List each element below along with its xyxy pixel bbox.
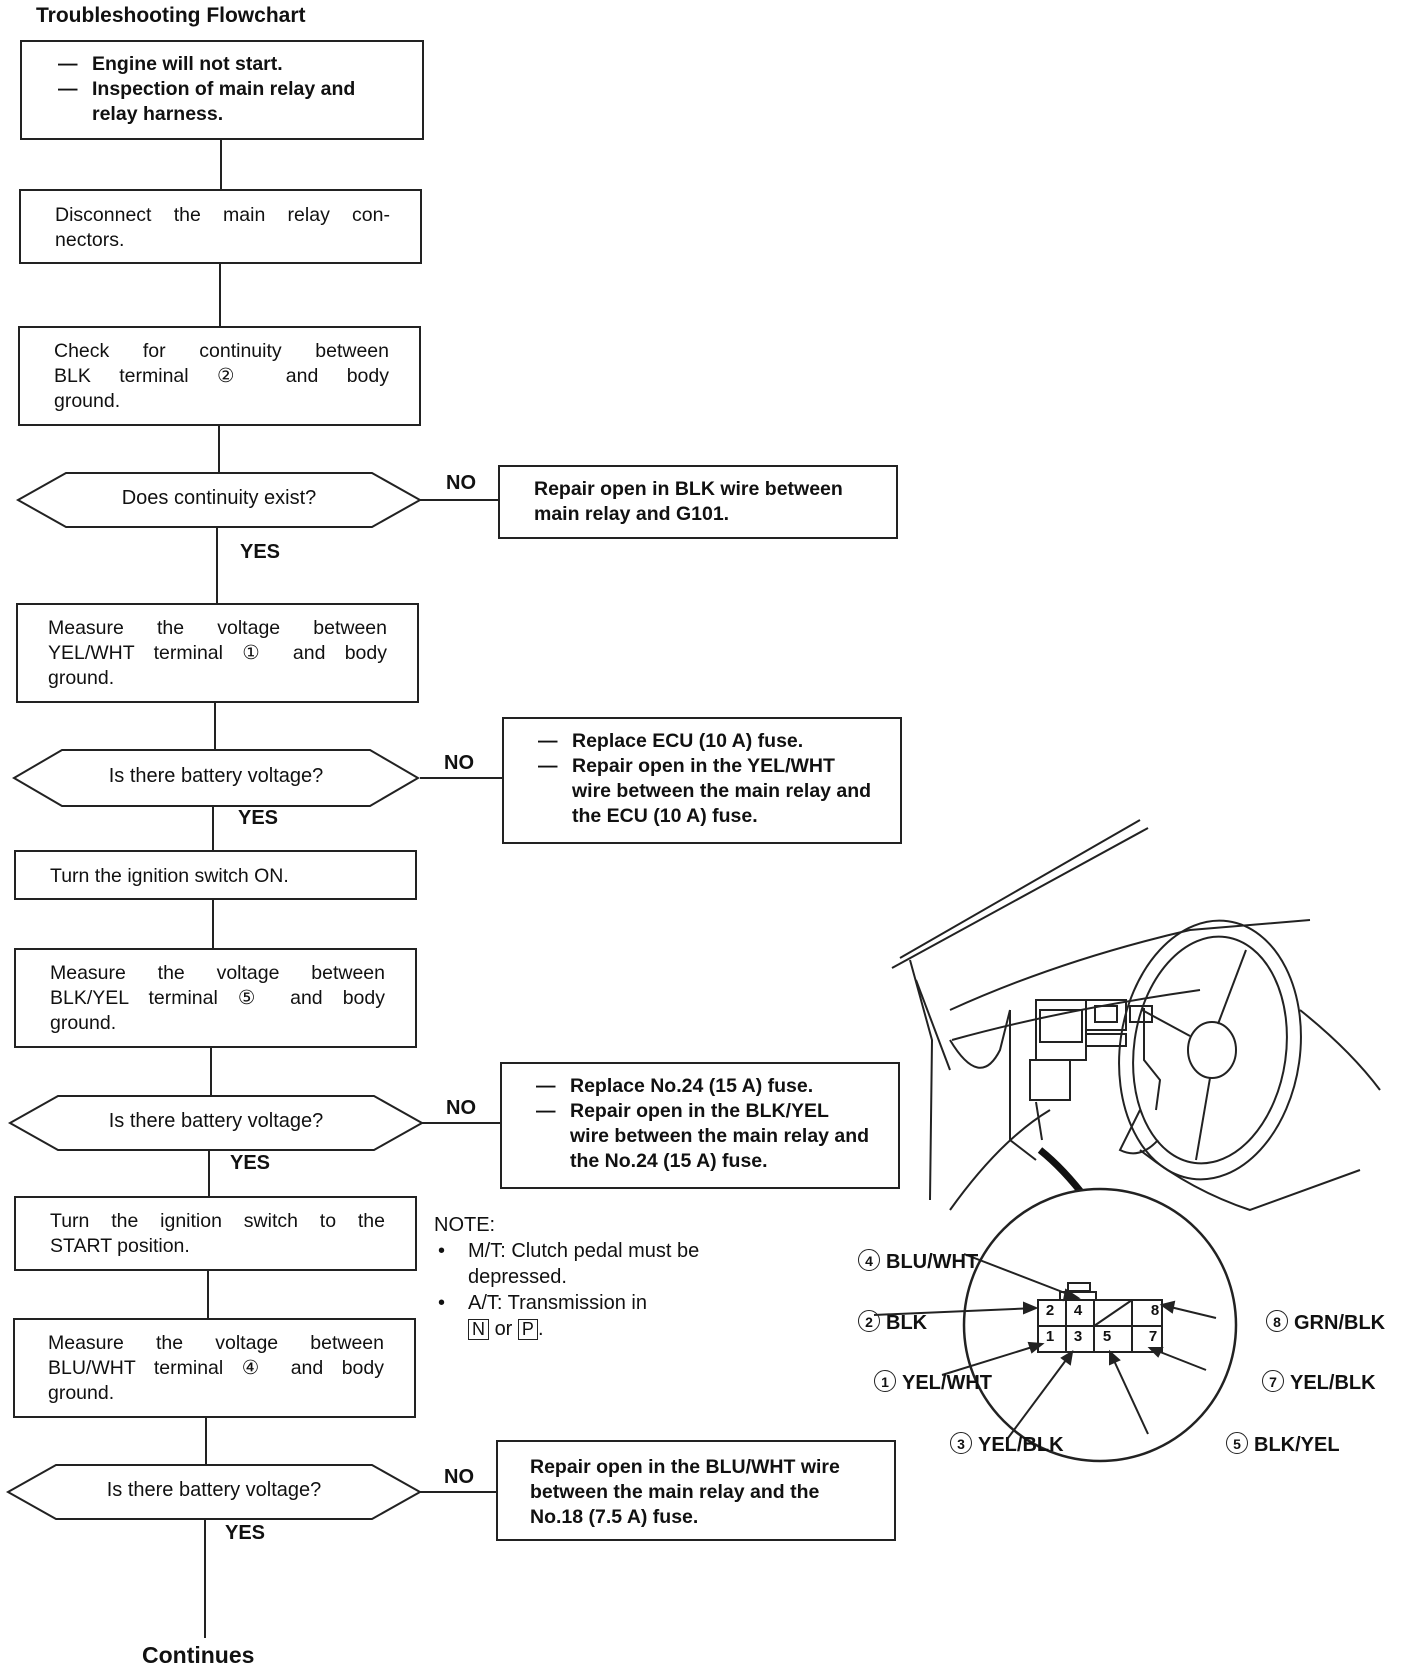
park-key-icon: P xyxy=(517,1319,538,1340)
wire-label-3: 3 YEL/BLK xyxy=(950,1432,1064,1457)
wire-label-8: 8 GRN/BLK xyxy=(1266,1310,1385,1335)
circled-1-icon: 1 xyxy=(874,1370,896,1392)
no-label-3: NO xyxy=(446,1097,476,1119)
result-replace-ecu-fuse-item-2: Repair open in the YEL/WHT wire between … xyxy=(538,754,874,829)
page-title: Troubleshooting Flowchart xyxy=(36,4,306,27)
step-measure-blkyel-line3: ground. xyxy=(50,1012,117,1034)
step-measure-bluwht-line2: BLU/WHT terminal ④ and body xyxy=(48,1357,384,1379)
step-check-continuity-line3: ground. xyxy=(54,390,121,412)
circled-7-icon: 7 xyxy=(1262,1370,1284,1392)
yes-label-4: YES xyxy=(225,1522,266,1544)
no-label-1: NO xyxy=(446,472,476,494)
no-label-4: NO xyxy=(444,1466,474,1488)
step-measure-yelwht-line3: ground. xyxy=(48,667,115,689)
start-box: Engine will not start. Inspection of mai… xyxy=(20,40,424,140)
step-disconnect: Disconnect the main relay con- nectors. xyxy=(19,189,422,264)
pin-3: 3 xyxy=(1073,1328,1083,1345)
wire-label-4: 4 BLU/WHT xyxy=(858,1249,978,1274)
step-check-continuity-line2: BLK terminal ② and body xyxy=(54,365,389,387)
step-ignition-start-line1: Turn the ignition switch to the xyxy=(50,1210,385,1232)
connector-detail xyxy=(873,1187,1238,1463)
pin-5: 5 xyxy=(1102,1328,1112,1345)
step-check-continuity: Check for continuity between BLK termina… xyxy=(18,326,421,426)
decision-diamond-4 xyxy=(5,1464,423,1520)
decision-battery-voltage-2: Is there battery voltage? xyxy=(108,1110,324,1132)
decision-diamond-2 xyxy=(12,749,420,807)
note-or-text: or xyxy=(494,1318,513,1340)
step-ignition-start-line2: START position. xyxy=(50,1235,190,1257)
circled-8-icon: 8 xyxy=(1266,1310,1288,1332)
step-measure-blkyel: Measure the voltage between BLK/YEL term… xyxy=(14,948,417,1048)
step-measure-bluwht: Measure the voltage between BLU/WHT term… xyxy=(13,1318,416,1418)
decision-diamond-1 xyxy=(15,472,423,528)
wire-label-5: 5 BLK/YEL xyxy=(1226,1432,1340,1457)
pin-2: 2 xyxy=(1045,1302,1055,1319)
wire-color-yelblk-3: YEL/BLK xyxy=(978,1434,1064,1456)
result-replace-ecu-fuse: Replace ECU (10 A) fuse. Repair open in … xyxy=(502,717,902,844)
step-measure-yelwht: Measure the voltage between YEL/WHT term… xyxy=(16,603,419,703)
note-heading: NOTE: xyxy=(434,1214,496,1236)
neutral-key-icon: N xyxy=(468,1319,489,1340)
step-measure-bluwht-line3: ground. xyxy=(48,1382,115,1404)
yes-label-2: YES xyxy=(238,807,279,829)
decision-battery-voltage-1: Is there battery voltage? xyxy=(108,765,324,787)
step-measure-bluwht-line1: Measure the voltage between xyxy=(48,1332,384,1354)
wire-color-yelwht: YEL/WHT xyxy=(902,1372,992,1394)
circled-3-icon: 3 xyxy=(950,1432,972,1454)
no-label-2: NO xyxy=(444,752,474,774)
step-measure-yelwht-line2: YEL/WHT terminal ① and body xyxy=(48,642,387,664)
continues-label: Continues xyxy=(142,1642,255,1668)
circled-5-icon: 5 xyxy=(1226,1432,1248,1454)
wire-label-7: 7 YEL/BLK xyxy=(1262,1370,1376,1395)
note-item-2: A/T: Transmission in N or P. xyxy=(434,1290,754,1342)
wire-label-2: 2 BLK xyxy=(858,1310,927,1335)
result-replace-ecu-fuse-item-1: Replace ECU (10 A) fuse. xyxy=(538,729,874,754)
wire-color-blkyel: BLK/YEL xyxy=(1254,1434,1340,1456)
result-replace-no24-fuse-item-2: Repair open in the BLK/YEL wire between … xyxy=(536,1099,872,1174)
note-item-1: M/T: Clutch pedal must be depressed. xyxy=(434,1238,754,1290)
result-replace-no24-fuse-item-1: Replace No.24 (15 A) fuse. xyxy=(536,1074,872,1099)
decision-continuity: Does continuity exist? xyxy=(121,487,317,509)
start-item-2: Inspection of main relay and relay harne… xyxy=(58,77,392,127)
step-check-continuity-line1: Check for continuity between xyxy=(54,340,389,362)
decision-diamond-3 xyxy=(7,1095,425,1151)
step-ignition-on: Turn the ignition switch ON. xyxy=(14,850,417,900)
wire-color-grnblk: GRN/BLK xyxy=(1294,1312,1386,1334)
step-measure-yelwht-line1: Measure the voltage between xyxy=(48,617,387,639)
wire-color-yelblk-7: YEL/BLK xyxy=(1290,1372,1376,1394)
note-item-2-text: A/T: Transmission in xyxy=(468,1292,647,1314)
note-period: . xyxy=(537,1318,544,1340)
wire-label-1: 1 YEL/WHT xyxy=(874,1370,992,1395)
step-measure-blkyel-line1: Measure the voltage between xyxy=(50,962,385,984)
step-measure-blkyel-line2: BLK/YEL terminal ⑤ and body xyxy=(50,987,385,1009)
circled-4-icon: 4 xyxy=(858,1249,880,1271)
circled-2-icon: 2 xyxy=(858,1310,880,1332)
result-repair-blk: Repair open in BLK wire between main rel… xyxy=(498,465,898,539)
pin-4: 4 xyxy=(1073,1302,1083,1319)
yes-label-1: YES xyxy=(240,541,281,563)
yes-label-3: YES xyxy=(230,1152,271,1174)
note-block: NOTE: M/T: Clutch pedal must be depresse… xyxy=(434,1212,754,1342)
pin-8: 8 xyxy=(1150,1302,1160,1319)
decision-battery-voltage-3: Is there battery voltage? xyxy=(106,1479,322,1501)
pin-1: 1 xyxy=(1045,1328,1055,1345)
result-repair-bluwht: Repair open in the BLU/WHT wire between … xyxy=(496,1440,896,1541)
wire-color-blk: BLK xyxy=(886,1312,928,1334)
result-replace-no24-fuse: Replace No.24 (15 A) fuse. Repair open i… xyxy=(500,1062,900,1189)
start-item-1: Engine will not start. xyxy=(58,52,392,77)
wire-color-bluwht: BLU/WHT xyxy=(886,1251,979,1273)
step-ignition-start: Turn the ignition switch to the START po… xyxy=(14,1196,417,1271)
pin-7: 7 xyxy=(1148,1328,1158,1345)
